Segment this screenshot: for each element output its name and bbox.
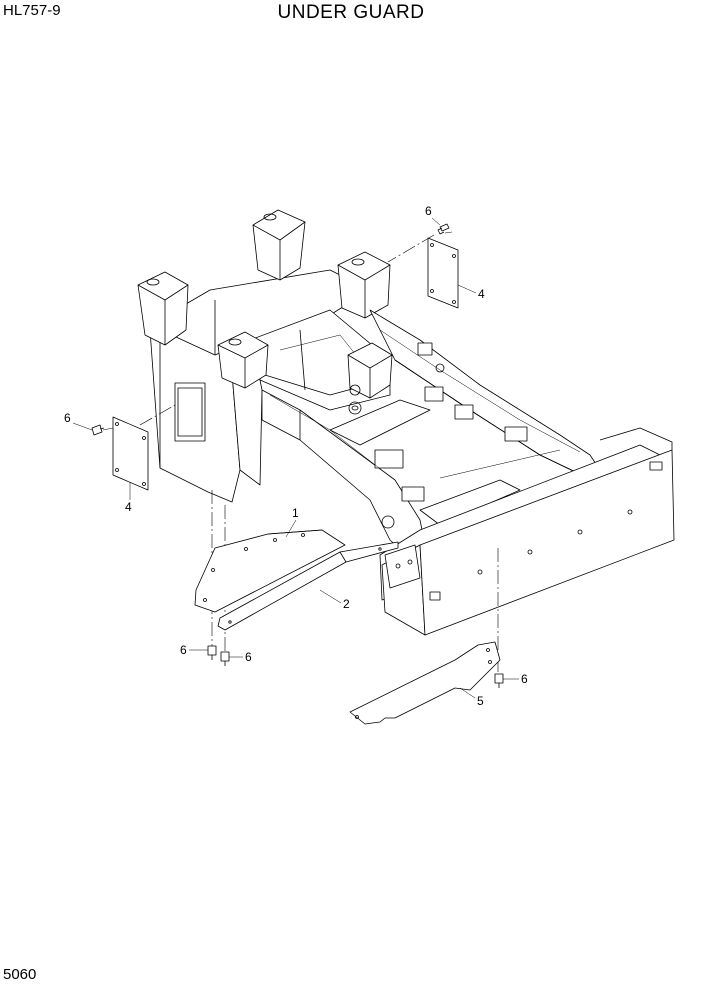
callout-1: 1 (292, 506, 299, 520)
bolt-left (91, 424, 105, 436)
under-guard-rear (349, 641, 501, 725)
model-number: HL757-9 (3, 2, 61, 19)
callout-4-right: 4 (478, 287, 485, 301)
rear-frame (261, 309, 675, 636)
page-number: 5060 (3, 966, 37, 983)
callout-6-top: 6 (425, 204, 432, 218)
bolt-bottom-left-2 (220, 651, 230, 666)
page-title: UNDER GUARD (277, 2, 425, 23)
under-guard-strip (217, 541, 399, 631)
front-frame (137, 209, 393, 503)
callout-5: 5 (477, 694, 484, 708)
callout-6-bottom-left-2: 6 (245, 650, 252, 664)
bolt-right (494, 673, 504, 688)
bolt-bottom-left-1 (207, 645, 217, 660)
callout-4-left: 4 (125, 500, 132, 514)
cover-plate-right (427, 237, 459, 309)
under-guard-front (194, 529, 346, 613)
callout-6-right: 6 (521, 672, 528, 686)
bolt-top (437, 223, 450, 235)
callout-2: 2 (343, 597, 350, 611)
callout-6-bottom-left-1: 6 (180, 643, 187, 657)
cover-plate-left (112, 416, 149, 491)
callout-6-left: 6 (64, 411, 71, 425)
